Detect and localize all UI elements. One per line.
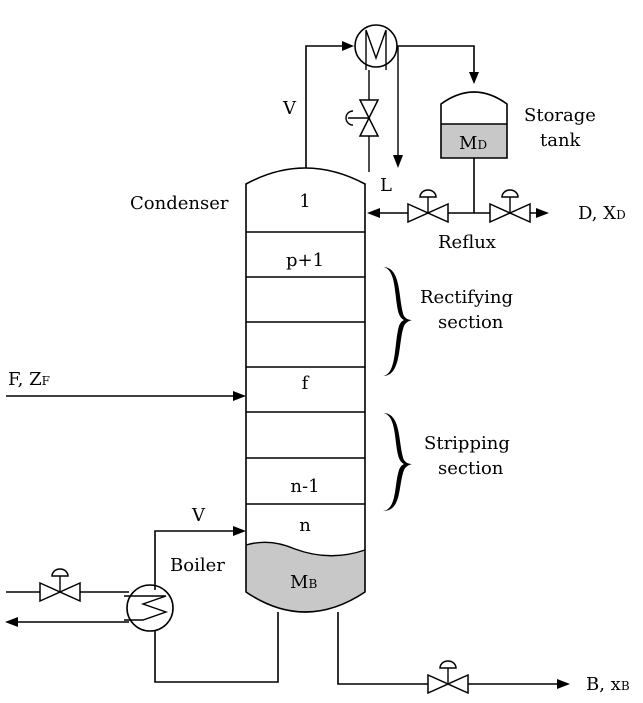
column-shell [245,167,366,613]
boilup-vapor-label: V [191,505,206,526]
reflux-valve-icon [407,189,449,224]
stage-label-n-minus-1: n-1 [290,476,319,497]
storage-tank-holdup-label: MD [459,133,487,154]
distillate-label: D, XD [578,203,626,224]
arrow-head [367,208,380,218]
boiler-label: Boiler [170,555,225,576]
bottom-liquid-holdup [246,542,365,612]
arrow-head [342,41,354,51]
reflux-liquid-label: L [380,175,392,196]
stage-label-f: f [302,373,310,394]
arrow-head [393,155,403,168]
bottom-liquid-surface [245,541,366,557]
overhead-vapor-line [305,45,342,168]
stage-label-n: n [299,515,311,536]
arrow-head [557,679,570,689]
arrow-head [469,72,479,84]
condenser-to-tank-line [397,45,475,72]
rectifying-brace-icon [383,267,412,376]
coolant-valve-icon [345,99,380,137]
bottoms-label: B, xB [586,674,630,695]
storage-tank-label-line2: tank [540,130,582,151]
reboiler-liquid-line [154,612,279,683]
arrow-head [536,208,549,218]
overhead-vapor-label: V [282,98,297,119]
bottoms-product-line [337,612,557,685]
bottoms-valve-icon [427,660,469,695]
condenser-label: Condenser [130,193,229,214]
storage-tank-label-line1: Storage [524,105,596,126]
rectifying-section-label-line1: Rectifying [420,287,513,308]
reflux-label: Reflux [438,232,496,253]
boilup-vapor-line [154,530,233,590]
bottom-holdup-label: MB [290,572,317,593]
rectifying-section-label-line2: section [438,312,504,333]
arrow-head [233,526,246,536]
column [245,167,366,613]
stripping-section-label-line1: Stripping [424,433,510,454]
condenser-exchanger [354,24,398,70]
reboiler-exchanger [124,584,174,632]
stage-label-p-plus-1: p+1 [286,250,324,271]
feed-label: F, ZF [8,369,50,390]
arrow-head [233,391,246,401]
steam-valve-icon [39,568,81,603]
distillate-valve-icon [489,189,531,224]
stripping-brace-icon [383,413,412,511]
arrow-head [5,617,18,627]
stripping-section-label-line2: section [438,458,504,479]
stage-label-1: 1 [299,191,310,212]
storage-tank [440,91,508,159]
